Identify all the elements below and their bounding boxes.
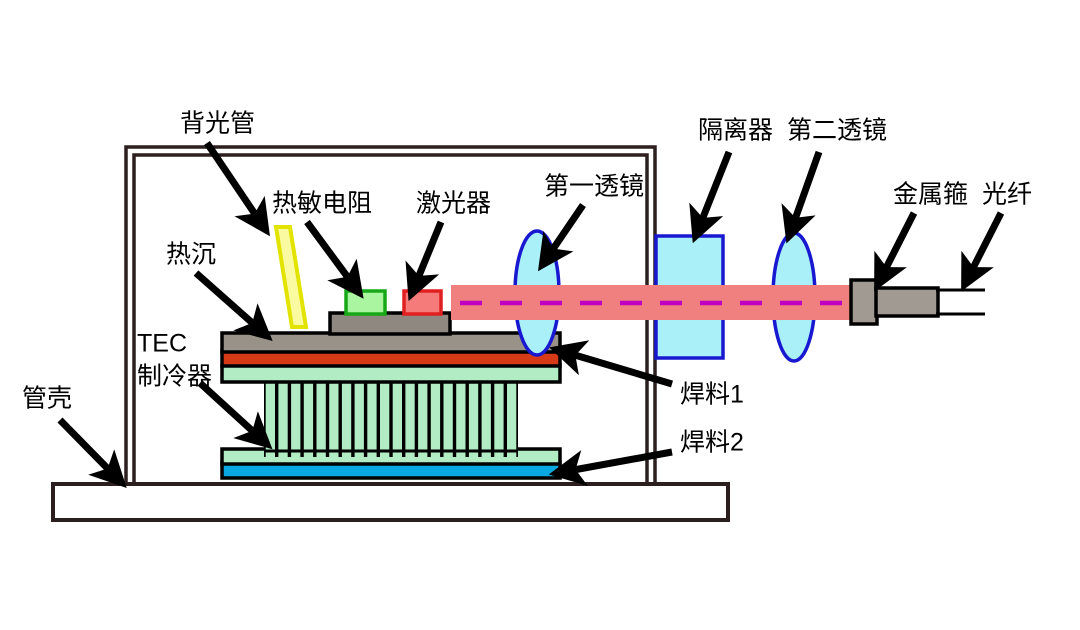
label-laser: 激光器: [416, 190, 491, 218]
submount-block: [328, 311, 452, 336]
label-first-lens: 第一透镜: [544, 173, 644, 201]
label-tec-line2: 制冷器: [137, 363, 212, 391]
label-heat-sink: 热沉: [166, 241, 216, 269]
base-plate: [51, 482, 730, 522]
label-thermistor: 热敏电阻: [272, 190, 372, 218]
tec-pillars: [264, 380, 518, 457]
label-solder2: 焊料2: [680, 429, 744, 457]
heat-sink: [220, 331, 562, 354]
arrow-ferrule: [874, 211, 918, 292]
arrow-first-lens: [537, 203, 586, 272]
label-housing: 管壳: [22, 385, 72, 413]
arrow-isolator: [689, 150, 733, 244]
metal-ferrule: [849, 278, 879, 326]
laser-chip: [402, 289, 443, 316]
label-fiber: 光纤: [982, 181, 1032, 209]
arrow-tec: [197, 380, 273, 450]
arrow-heat-sink: [193, 270, 273, 342]
arrow-second-lens: [781, 150, 823, 244]
arrow-housing: [57, 417, 127, 488]
arrow-solder2: [548, 448, 673, 486]
arrow-solder1: [549, 340, 673, 388]
arrow-laser: [405, 220, 445, 302]
backlight-tube: [273, 225, 309, 329]
arrow-fiber: [961, 211, 1005, 292]
label-tec-line1: TEC: [137, 330, 187, 358]
callout-arrows: [57, 141, 1005, 488]
label-solder1: 焊料1: [680, 381, 744, 409]
label-second-lens: 第二透镜: [787, 117, 887, 145]
arrow-thermistor: [304, 219, 364, 299]
label-backlight: 背光管: [180, 110, 255, 138]
label-ferrule: 金属箍: [893, 181, 968, 209]
label-isolator: 隔离器: [698, 117, 773, 145]
ferrule-sleeve: [874, 286, 940, 318]
optical-fiber: [936, 288, 985, 316]
light-beam-overlay: [451, 285, 870, 320]
thermistor-chip: [344, 289, 387, 316]
arrow-backlight: [204, 141, 270, 237]
